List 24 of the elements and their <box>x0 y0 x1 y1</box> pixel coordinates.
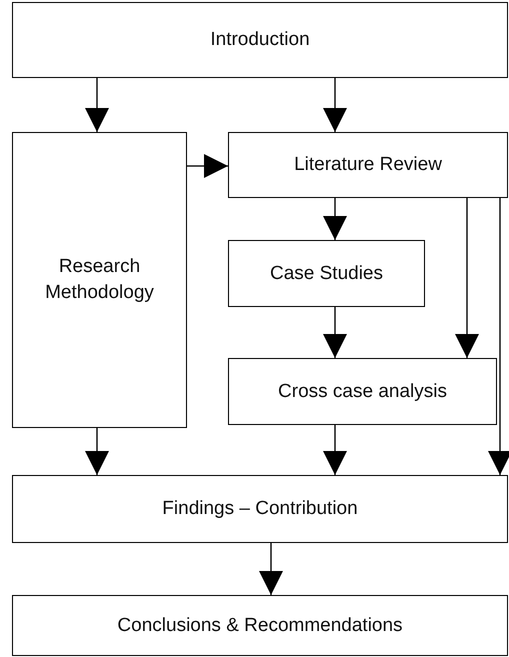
box-label: Introduction <box>209 28 311 52</box>
process-box <box>228 132 508 198</box>
box-label: Findings – Contribution <box>161 497 359 522</box>
process-box <box>12 132 187 428</box>
box-label: Conclusions & Recommendations <box>116 614 404 638</box>
box-label: Case Studies <box>268 262 384 286</box>
box-label: Literature Review <box>293 153 443 178</box>
process-box <box>12 2 508 78</box>
process-box <box>228 358 497 425</box>
process-box <box>12 475 508 543</box>
arrow <box>323 198 347 240</box>
process-box <box>228 240 425 307</box>
arrow <box>187 154 228 178</box>
arrow <box>259 543 283 595</box>
arrow <box>323 425 347 475</box>
arrow <box>85 428 109 475</box>
box-label: Cross case analysis <box>277 380 448 404</box>
arrow <box>455 198 479 358</box>
arrow <box>488 198 509 475</box>
arrow <box>85 78 109 132</box>
arrow <box>323 78 347 132</box>
box-label: Research Methodology <box>44 255 155 305</box>
arrow <box>323 307 347 358</box>
process-box <box>12 595 508 656</box>
